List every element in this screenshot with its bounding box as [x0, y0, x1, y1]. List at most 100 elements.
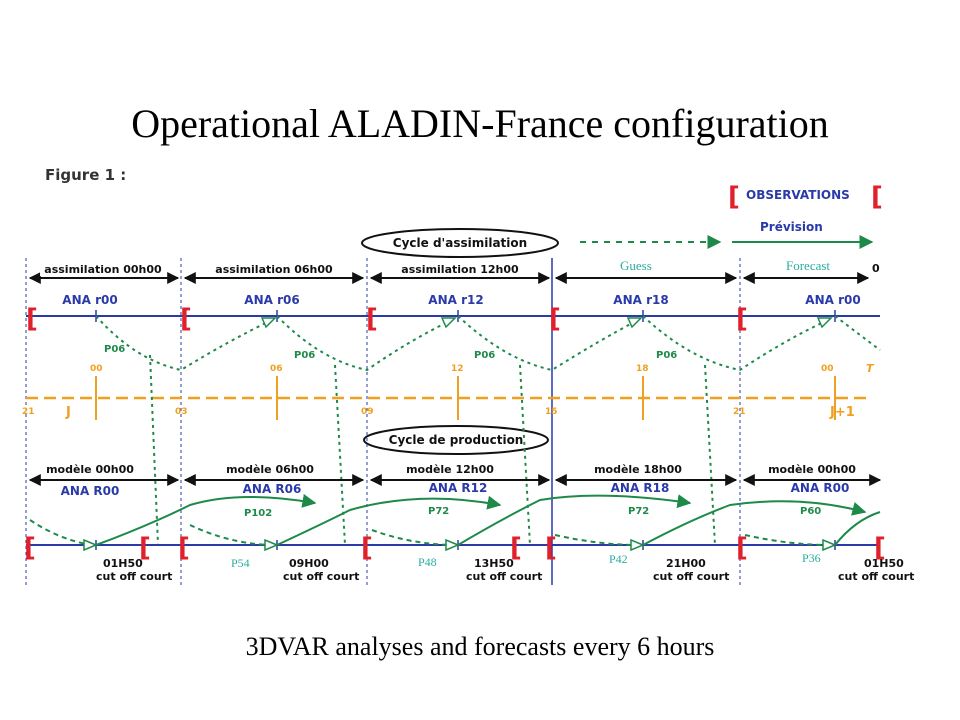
svg-text:modèle 12h00: modèle 12h00: [406, 463, 494, 476]
svg-text:P72: P72: [428, 506, 449, 517]
cycle-production-label: Cycle de production: [389, 433, 524, 447]
svg-text:ANA R00: ANA R00: [61, 484, 120, 498]
cycle-separators: [25, 258, 741, 585]
figure-label: Figure 1 :: [45, 166, 126, 184]
svg-text:P48: P48: [418, 555, 437, 569]
svg-text:ANA R00: ANA R00: [791, 481, 850, 495]
svg-text:ANA R18: ANA R18: [611, 481, 670, 495]
svg-text:21: 21: [733, 407, 746, 417]
svg-text:00: 00: [90, 364, 103, 374]
svg-text:P06: P06: [474, 350, 495, 361]
svg-text:cut off court: cut off court: [96, 570, 172, 583]
guess-transfer-lines: [149, 354, 716, 546]
observation-brackets-top: [ [ [ [ [: [26, 304, 748, 334]
forecast-curves: [95, 493, 881, 546]
guess-arrowheads: [260, 317, 833, 329]
svg-text:ANA R12: ANA R12: [429, 481, 488, 495]
svg-text:03: 03: [175, 407, 188, 417]
svg-text:15: 15: [545, 407, 558, 417]
legend-forecast: Forecast: [786, 258, 830, 273]
forecast-arrowheads: [83, 538, 837, 552]
svg-text:P36: P36: [802, 551, 821, 565]
cycle-assimilation-label: Cycle d'assimilation: [393, 236, 527, 250]
guess-arcs: [95, 315, 881, 372]
svg-text:[: [: [178, 533, 190, 563]
legend-bracket-right: [: [871, 182, 883, 212]
svg-text:21H00: 21H00: [666, 557, 706, 570]
assimilation-label-1: assimilation 06h00: [215, 263, 333, 276]
legend-zero: 0: [872, 262, 880, 275]
svg-text:[: [: [180, 304, 192, 334]
ana-top-3: ANA r18: [613, 293, 668, 307]
svg-text:[: [: [26, 304, 38, 334]
svg-text:cut off court: cut off court: [838, 570, 914, 583]
svg-text:[: [: [24, 533, 36, 563]
svg-text:modèle 00h00: modèle 00h00: [768, 463, 856, 476]
svg-text:12: 12: [451, 364, 464, 374]
time-hours-bottom: 21 03 09 15 21: [22, 407, 746, 417]
legend: [ OBSERVATIONS [ Prévision Guess Forecas…: [580, 182, 883, 275]
svg-text:21: 21: [22, 407, 35, 417]
svg-text:cut off court: cut off court: [466, 570, 542, 583]
svg-text:P102: P102: [244, 508, 272, 519]
svg-text:[: [: [366, 304, 378, 334]
time-day-start: J: [65, 405, 71, 420]
assimilation-label-2: assimilation 12h00: [401, 263, 519, 276]
assimilation-label-0: assimilation 00h00: [44, 263, 162, 276]
svg-text:[: [: [874, 533, 886, 563]
svg-text:18: 18: [636, 364, 649, 374]
svg-text:[: [: [361, 533, 373, 563]
svg-text:modèle 00h00: modèle 00h00: [46, 463, 134, 476]
svg-text:00: 00: [821, 364, 834, 374]
svg-text:[: [: [545, 533, 557, 563]
time-hours-top: 00 06 12 18 00: [90, 364, 834, 374]
time-ticks: [95, 376, 836, 420]
svg-text:09: 09: [361, 407, 374, 417]
svg-text:13H50: 13H50: [474, 557, 514, 570]
time-day-end: J+1: [829, 405, 855, 420]
svg-text:[: [: [736, 304, 748, 334]
model-labels: modèle 00h00 modèle 06h00 modèle 12h00 m…: [46, 463, 856, 476]
slide-subtitle: 3DVAR analyses and forecasts every 6 hou…: [245, 632, 715, 661]
svg-text:cut off court: cut off court: [653, 570, 729, 583]
svg-text:P06: P06: [104, 344, 125, 355]
legend-prevision: Prévision: [760, 220, 823, 234]
svg-text:01H50: 01H50: [864, 557, 904, 570]
ana-top-4: ANA r00: [805, 293, 860, 307]
legend-observations: OBSERVATIONS: [746, 188, 850, 202]
analysis-bottom-labels: ANA R00 ANA R06 ANA R12 ANA R18 ANA R00: [61, 481, 850, 498]
ana-top-0: ANA r00: [62, 293, 117, 307]
svg-text:P54: P54: [231, 556, 250, 570]
svg-text:modèle 06h00: modèle 06h00: [226, 463, 314, 476]
svg-text:[: [: [510, 533, 522, 563]
ana-top-1: ANA r06: [244, 293, 299, 307]
svg-text:P42: P42: [609, 552, 628, 566]
svg-text:P72: P72: [628, 506, 649, 517]
svg-text:P06: P06: [294, 350, 315, 361]
legend-guess: Guess: [620, 258, 652, 273]
cutoff-labels: cut off court cut off court cut off cour…: [96, 570, 914, 583]
svg-text:06: 06: [270, 364, 283, 374]
svg-text:P60: P60: [800, 506, 821, 517]
svg-text:P06: P06: [656, 350, 677, 361]
slide-title: Operational ALADIN-France configuration: [131, 101, 829, 146]
svg-text:[: [: [549, 304, 561, 334]
cycle-assimilation: Cycle d'assimilation: [361, 228, 559, 258]
observation-brackets-bottom: [ [ [ [ [ [ [ [: [24, 533, 886, 563]
svg-text:[: [: [736, 533, 748, 563]
guess-labels: P54 P48 P42 P36: [231, 551, 821, 570]
svg-text:modèle 18h00: modèle 18h00: [594, 463, 682, 476]
svg-text:cut off court: cut off court: [283, 570, 359, 583]
cycle-production: Cycle de production: [363, 425, 549, 455]
assimilation-labels: assimilation 00h00 assimilation 06h00 as…: [40, 263, 522, 276]
time-axis-t: T: [866, 362, 875, 375]
svg-text:09H00: 09H00: [289, 557, 329, 570]
svg-text:ANA R06: ANA R06: [243, 482, 302, 496]
cutoff-times: 01H50 09H00 13H50 21H00 01H50: [103, 557, 904, 570]
analysis-top-labels: ANA r00 ANA r06 ANA r12 ANA r18 ANA r00: [62, 293, 860, 307]
forecast-labels: P102 P72 P72 P60: [244, 506, 821, 519]
ana-top-2: ANA r12: [428, 293, 483, 307]
legend-bracket-left: [: [728, 182, 740, 212]
p06-labels: P06 P06 P06 P06: [104, 344, 677, 361]
